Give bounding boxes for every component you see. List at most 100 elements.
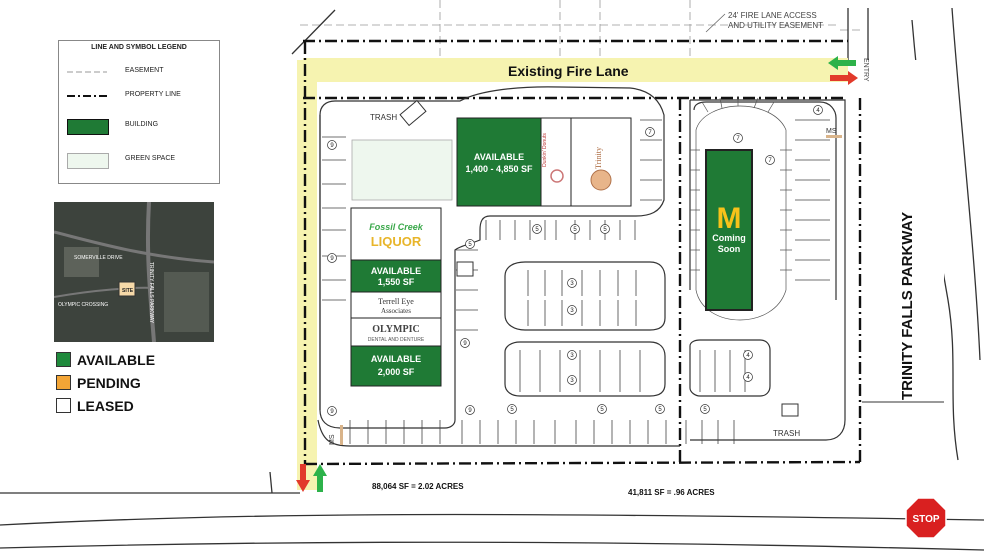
status-leased: LEASED [56, 398, 134, 416]
status-available-label: AVAILABLE [77, 352, 156, 368]
green-space [351, 139, 453, 201]
legend-row-property: PROPERTY LINE [59, 87, 219, 105]
parking-count-label: 5 [510, 407, 514, 413]
symbol-legend: LINE AND SYMBOL LEGEND EASEMENT PROPERTY… [58, 40, 220, 184]
mid-available-2: 1,550 SF [378, 277, 415, 287]
legend-label-easement: EASEMENT [125, 67, 164, 74]
legend-title: LINE AND SYMBOL LEGEND [91, 44, 187, 51]
parking-count-label: 3 [570, 378, 574, 384]
parkway-roadway [862, 60, 944, 400]
tenant-b-logo-mark [590, 169, 612, 191]
ms-label-right: MS [826, 128, 837, 135]
parking-count-marker [570, 224, 580, 234]
parking-count-marker [460, 338, 470, 348]
acreage-left: 88,064 SF = 2.02 ACRES [372, 482, 464, 491]
building-top-available [456, 117, 542, 207]
legend-label-building: BUILDING [125, 121, 159, 128]
trash-enclosure-bottom [781, 403, 799, 417]
parking-count-label: 9 [330, 256, 334, 262]
property-line-symbol [67, 95, 107, 97]
parking-count-label: 5 [573, 227, 577, 233]
liquor-logo-1: Fossil Creek [369, 222, 424, 232]
parking-count-marker [813, 105, 823, 115]
building-mid-available [350, 259, 442, 293]
parking-count-marker [465, 405, 475, 415]
parking-count-label: 4 [746, 375, 750, 381]
status-available: AVAILABLE [56, 352, 155, 370]
parking-count-marker [507, 404, 517, 414]
terrell-line1: Terrell Eye [378, 297, 414, 306]
fire-lane-vertical [297, 60, 317, 490]
red-arrow-down [296, 464, 310, 492]
building-mcdonalds [705, 149, 753, 311]
acreage-right: 41,811 SF = .96 ACRES [628, 488, 715, 497]
parking-count-label: 7 [736, 136, 740, 142]
parking-count-marker [597, 404, 607, 414]
parking-count-marker [465, 239, 475, 249]
parking-count-marker [743, 350, 753, 360]
aerial-label-somerville: SOMERVILLE DRIVE [74, 255, 123, 261]
parking-count-marker [765, 155, 775, 165]
liquor-logo-2: LIQUOR [371, 234, 422, 249]
parking-count-marker [532, 224, 542, 234]
easement-symbol [67, 71, 107, 73]
trash-label-top: TRASH [370, 113, 397, 122]
parking-count-marker [645, 127, 655, 137]
parking-count-label: 5 [658, 407, 662, 413]
mid-available-1: AVAILABLE [371, 266, 421, 276]
leased-swatch [56, 398, 71, 413]
parking-count-label: 5 [468, 242, 472, 248]
legend-label-property: PROPERTY LINE [125, 91, 181, 98]
parking-count-marker [567, 305, 577, 315]
building-tenant-b [570, 117, 632, 207]
legend-row-green: GREEN SPACE [59, 151, 219, 169]
green-space-symbol [67, 153, 109, 169]
parking-count-label: 3 [570, 281, 574, 287]
parking-count-label: 5 [535, 227, 539, 233]
parking-count-label: 5 [703, 407, 707, 413]
road-edges [0, 7, 984, 551]
parking-count-marker [733, 133, 743, 143]
top-available-line2: 1,400 - 4,850 SF [465, 164, 533, 174]
parking-count-label: 9 [468, 408, 472, 414]
aerial-label-olympic: OLYMPIC CROSSING [58, 302, 108, 308]
aerial-map: SOMERVILLE DRIVE SITE OLYMPIC CROSSING T… [54, 202, 214, 342]
easement-lines [300, 0, 860, 60]
parking-count-marker [567, 278, 577, 288]
pending-swatch [56, 375, 71, 390]
stop-sign [905, 497, 947, 539]
bottom-available-1: AVAILABLE [371, 354, 421, 364]
easement-note-1: 24' FIRE LANE ACCESS [728, 11, 817, 20]
green-arrow-left [828, 56, 856, 70]
parking-count-marker [327, 253, 337, 263]
ms-pad-left [340, 425, 343, 445]
aerial-label-site: SITE [122, 288, 134, 294]
ms-label-left: MS [329, 434, 336, 445]
trash-label-bottom: TRASH [773, 429, 800, 438]
status-pending-label: PENDING [77, 375, 141, 391]
entry-label: ENTRY [862, 58, 869, 82]
tenant-b-logo: Trinity [594, 147, 603, 169]
parking-count-label: 4 [816, 108, 820, 114]
tenant-a-logo-mark [550, 169, 564, 183]
parking-count-marker [655, 404, 665, 414]
legend-row-easement: EASEMENT [59, 63, 219, 81]
legend-label-green: GREEN SPACE [125, 155, 176, 162]
hatched-pad [456, 261, 474, 277]
parking-count-marker [700, 404, 710, 414]
aerial-label-parkway: TRINITY FALLS PARKWAY [148, 262, 154, 324]
parking-count-label: 9 [330, 143, 334, 149]
mcdonalds-coming: Coming [712, 233, 746, 243]
easement-note-2: AND UTILITY EASEMENT [728, 21, 823, 30]
terrell-line2: Associates [381, 307, 411, 315]
status-leased-label: LEASED [77, 398, 134, 414]
parking-count-label: 7 [768, 158, 772, 164]
entry-arrows [296, 56, 858, 492]
olympic-line2: DENTAL AND DENTURE [368, 337, 425, 343]
stop-sign-label: STOP [912, 514, 939, 525]
fire-lane-label: Existing Fire Lane [508, 63, 629, 79]
parking-count-label: 9 [463, 341, 467, 347]
legend-row-building: BUILDING [59, 117, 219, 135]
parking-count-marker [567, 350, 577, 360]
